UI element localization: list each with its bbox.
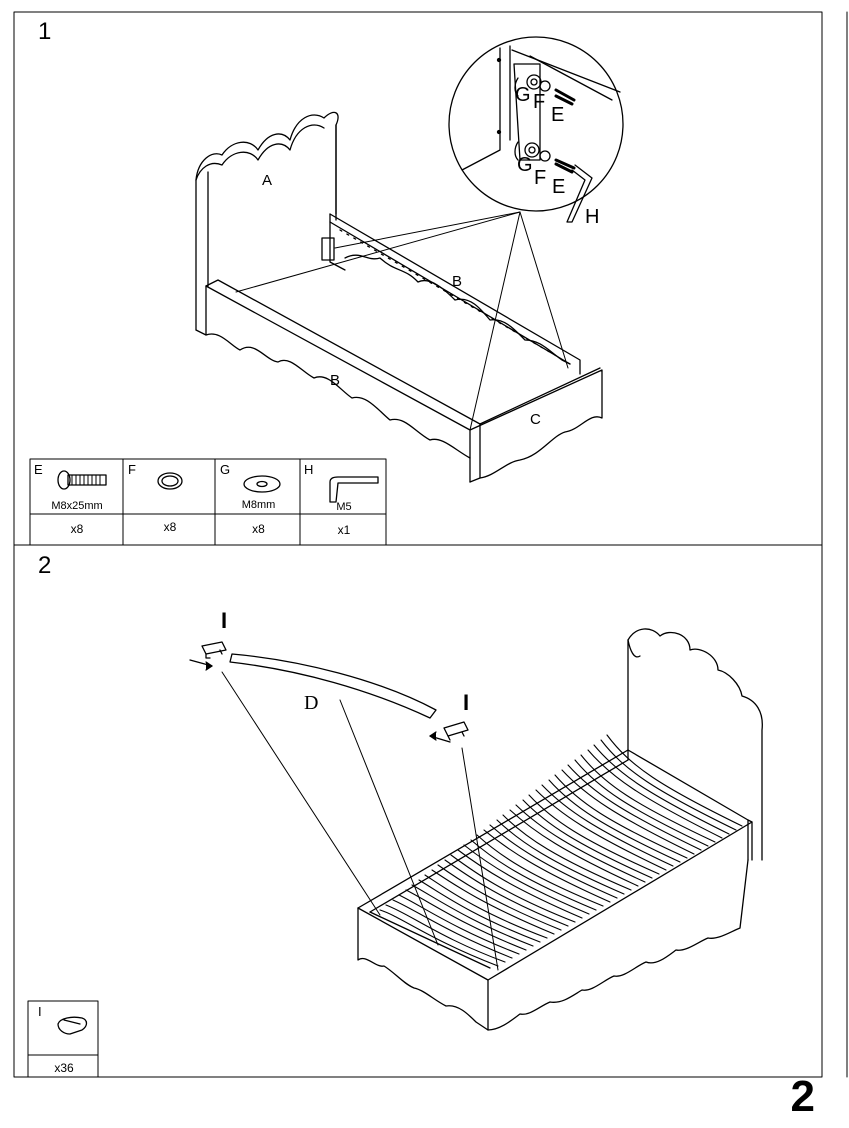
step-1-number: 1	[38, 18, 52, 45]
label-g-bottom: G	[517, 154, 533, 176]
part-f-code: F	[128, 462, 136, 477]
part-g-qty: x8	[252, 522, 265, 536]
label-i-left: I	[221, 608, 228, 633]
callout-lines	[235, 211, 569, 431]
label-c-footboard: C	[530, 411, 541, 428]
spring-washer-icon	[157, 472, 183, 490]
back-rail-b	[321, 213, 581, 375]
bed-slats	[379, 734, 743, 967]
bed-frame-assembled	[357, 628, 763, 1031]
headboard-a	[195, 111, 339, 336]
detail-callout	[448, 36, 624, 223]
page-number: 2	[790, 1072, 815, 1121]
label-i-right: I	[463, 690, 470, 715]
step2-frame	[13, 544, 823, 1078]
slat-d	[229, 653, 437, 719]
label-f-bottom: F	[534, 167, 547, 189]
front-rail-b	[205, 279, 481, 483]
callout-lines-step2	[221, 671, 499, 971]
label-e-top: E	[551, 104, 565, 126]
part-i-qty: x36	[54, 1061, 74, 1075]
part-h-spec: M5	[336, 501, 352, 513]
label-e-bottom: E	[552, 176, 566, 198]
footboard-c	[469, 367, 603, 483]
part-g-code: G	[220, 462, 231, 477]
label-f-top: F	[533, 91, 546, 113]
slat-cap-icon	[57, 1016, 88, 1035]
part-h-qty: x1	[337, 523, 351, 537]
parts-table-step1	[29, 458, 387, 546]
parts-table-step2	[27, 1000, 99, 1078]
part-i-code: I	[38, 1004, 42, 1019]
label-d-slat: D	[304, 692, 319, 714]
part-g-spec: M8mm	[241, 499, 276, 511]
label-b-back-rail: B	[452, 273, 463, 290]
label-h-allen-key: H	[585, 206, 600, 228]
allen-key-icon	[329, 476, 379, 503]
cap-i-left	[201, 641, 227, 659]
step-2-number: 2	[38, 552, 52, 579]
part-e-code: E	[34, 462, 43, 477]
label-b-front-rail: B	[330, 372, 341, 389]
bolt-icon	[57, 470, 107, 490]
label-g-top: G	[515, 84, 531, 106]
part-e-qty: x8	[70, 522, 84, 536]
label-a-headboard: A	[262, 172, 273, 189]
part-e-spec: M8x25mm	[51, 500, 103, 512]
part-f-qty: x8	[163, 520, 177, 534]
arrows	[189, 659, 451, 743]
cap-i-right	[443, 721, 469, 741]
part-h-code: H	[304, 462, 314, 477]
flat-washer-icon	[243, 475, 281, 493]
